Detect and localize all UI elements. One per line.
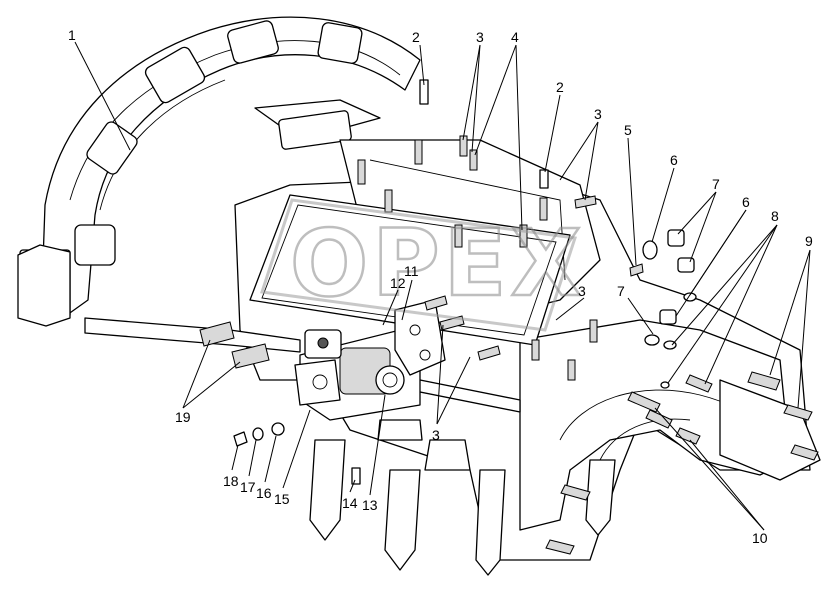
callout-3: 3 <box>594 106 602 122</box>
callout-6: 6 <box>670 152 678 168</box>
callout-3: 3 <box>578 283 586 299</box>
watermark: OPEX <box>260 198 585 332</box>
callout-7: 7 <box>712 176 720 192</box>
callout-9: 9 <box>805 233 813 249</box>
plugs-and-washers <box>233 229 697 447</box>
callout-4: 4 <box>511 29 519 45</box>
watermark-text: OPEX <box>290 210 585 317</box>
callout-8: 8 <box>771 208 779 224</box>
callout-3: 3 <box>476 29 484 45</box>
callout-3: 3 <box>432 427 440 443</box>
studs-and-pins <box>199 79 819 555</box>
callout-5: 5 <box>624 122 632 138</box>
callout-2: 2 <box>556 79 564 95</box>
callout-2: 2 <box>412 29 420 45</box>
callout-labels: 1 2 3 4 2 3 5 6 7 6 8 9 11 12 3 7 19 3 1… <box>68 27 813 546</box>
valve-assembly <box>294 329 421 421</box>
gearbox-housing-part <box>84 99 821 576</box>
callout-16: 16 <box>256 485 272 501</box>
callout-15: 15 <box>274 491 290 507</box>
callout-6: 6 <box>742 194 750 210</box>
callout-14: 14 <box>342 495 358 511</box>
leader-lines <box>74 41 811 531</box>
callout-11: 11 <box>404 263 419 279</box>
callout-12: 12 <box>390 275 406 291</box>
clutch-housing-part <box>17 16 421 327</box>
callout-7: 7 <box>617 283 625 299</box>
callout-18: 18 <box>223 473 239 489</box>
callout-17: 17 <box>240 479 256 495</box>
callout-19: 19 <box>175 409 191 425</box>
callout-1: 1 <box>68 27 76 43</box>
callout-13: 13 <box>362 497 378 513</box>
callout-10: 10 <box>752 530 768 546</box>
